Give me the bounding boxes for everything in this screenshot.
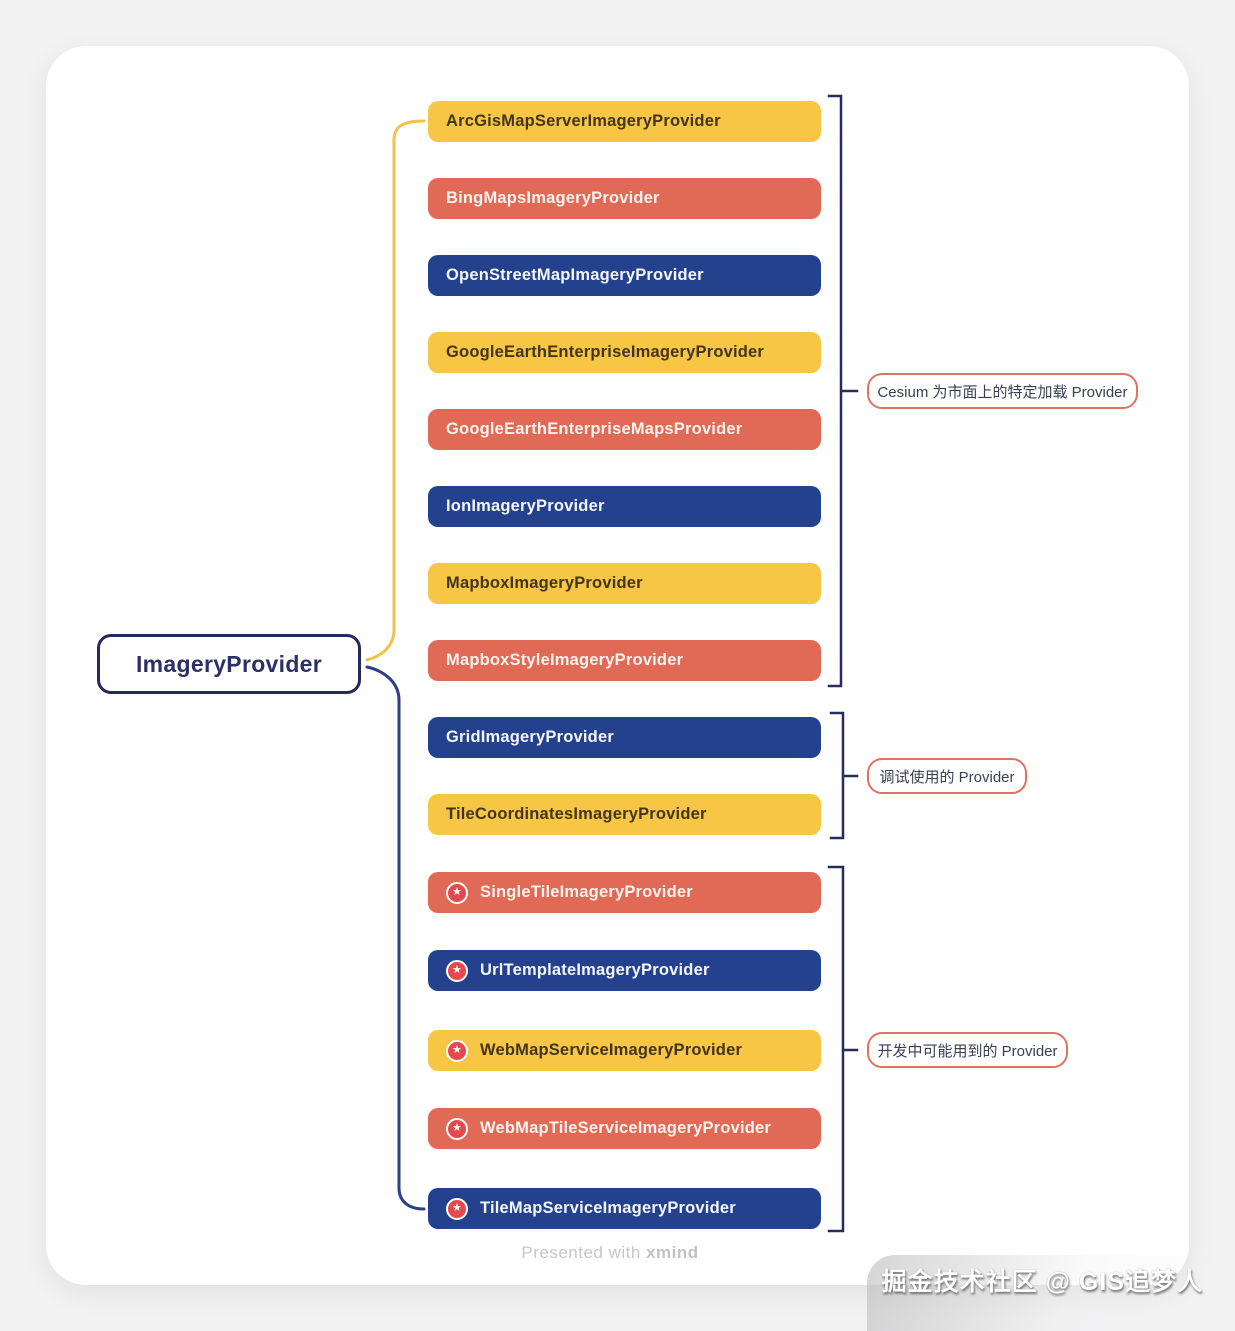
summary-annotation-development-providers[interactable]: 开发中可能用到的 Provider <box>867 1032 1068 1068</box>
summary-annotation-debug-providers[interactable]: 调试使用的 Provider <box>867 758 1027 794</box>
annotation-label: 调试使用的 Provider <box>879 768 1015 786</box>
topic-label: UrlTemplateImageryProvider <box>480 961 710 979</box>
topic-label: IonImageryProvider <box>446 497 605 515</box>
root-topic-label: ImageryProvider <box>135 650 323 677</box>
watermark-band <box>867 1255 1235 1331</box>
topic-googleearthenterpriseimageryprovider[interactable]: GoogleEarthEnterpriseImageryProvider <box>428 332 821 373</box>
topic-webmaptileserviceimageryprovider[interactable]: ★ WebMapTileServiceImageryProvider <box>428 1108 821 1149</box>
topic-mapboximageryprovider[interactable]: MapboxImageryProvider <box>428 563 821 604</box>
star-icon: ★ <box>446 881 468 904</box>
topic-bingmapsimageryprovider[interactable]: BingMapsImageryProvider <box>428 178 821 219</box>
topic-label: SingleTileImageryProvider <box>480 883 693 901</box>
watermark-text: 掘金技术社区 @ GIS追梦人 <box>881 1268 1203 1296</box>
topic-label: WebMapServiceImageryProvider <box>480 1041 743 1059</box>
topic-tilemapserviceimageryprovider[interactable]: ★ TileMapServiceImageryProvider <box>428 1188 821 1229</box>
topic-label: MapboxImageryProvider <box>446 574 643 592</box>
topic-label: TileCoordinatesImageryProvider <box>446 805 707 823</box>
annotation-label: Cesium 为市面上的特定加载 Provider <box>877 383 1128 401</box>
topic-urltemplateimageryprovider[interactable]: ★ UrlTemplateImageryProvider <box>428 950 821 991</box>
topic-arcgismapserverimageryprovider[interactable]: ArcGisMapServerImageryProvider <box>428 101 821 142</box>
xmind-brand: xmind <box>646 1243 699 1262</box>
star-icon: ★ <box>446 1117 468 1140</box>
topic-label: GridImageryProvider <box>446 728 614 746</box>
presented-with-text: Presented with <box>521 1243 641 1262</box>
star-icon: ★ <box>446 1039 468 1062</box>
topic-webmapserviceimageryprovider[interactable]: ★ WebMapServiceImageryProvider <box>428 1030 821 1071</box>
topic-label: BingMapsImageryProvider <box>446 189 660 207</box>
topic-tilecoordinatesimageryprovider[interactable]: TileCoordinatesImageryProvider <box>428 794 821 835</box>
summary-annotation-cesium-specific-providers[interactable]: Cesium 为市面上的特定加载 Provider <box>867 373 1138 409</box>
star-icon: ★ <box>446 959 468 982</box>
root-topic-imageryprovider[interactable]: ImageryProvider <box>97 634 361 694</box>
presented-with-xmind: Presented with xmind <box>400 1243 820 1263</box>
star-icon: ★ <box>446 1197 468 1220</box>
annotation-label: 开发中可能用到的 Provider <box>877 1042 1058 1060</box>
topic-gridimageryprovider[interactable]: GridImageryProvider <box>428 717 821 758</box>
topic-label: GoogleEarthEnterpriseImageryProvider <box>446 343 765 361</box>
topic-label: TileMapServiceImageryProvider <box>480 1199 736 1217</box>
topic-label: GoogleEarthEnterpriseMapsProvider <box>446 420 743 438</box>
topic-googleearthenterprisemapsprovider[interactable]: GoogleEarthEnterpriseMapsProvider <box>428 409 821 450</box>
topic-mapboxstyleimageryprovider[interactable]: MapboxStyleImageryProvider <box>428 640 821 681</box>
topic-label: MapboxStyleImageryProvider <box>446 651 684 669</box>
topic-label: OpenStreetMapImageryProvider <box>446 266 704 284</box>
topic-openstreetmapimageryprovider[interactable]: OpenStreetMapImageryProvider <box>428 255 821 296</box>
topic-singletileimageryprovider[interactable]: ★ SingleTileImageryProvider <box>428 872 821 913</box>
topic-label: WebMapTileServiceImageryProvider <box>480 1119 772 1137</box>
topic-label: ArcGisMapServerImageryProvider <box>446 112 721 130</box>
topic-ionimageryprovider[interactable]: IonImageryProvider <box>428 486 821 527</box>
